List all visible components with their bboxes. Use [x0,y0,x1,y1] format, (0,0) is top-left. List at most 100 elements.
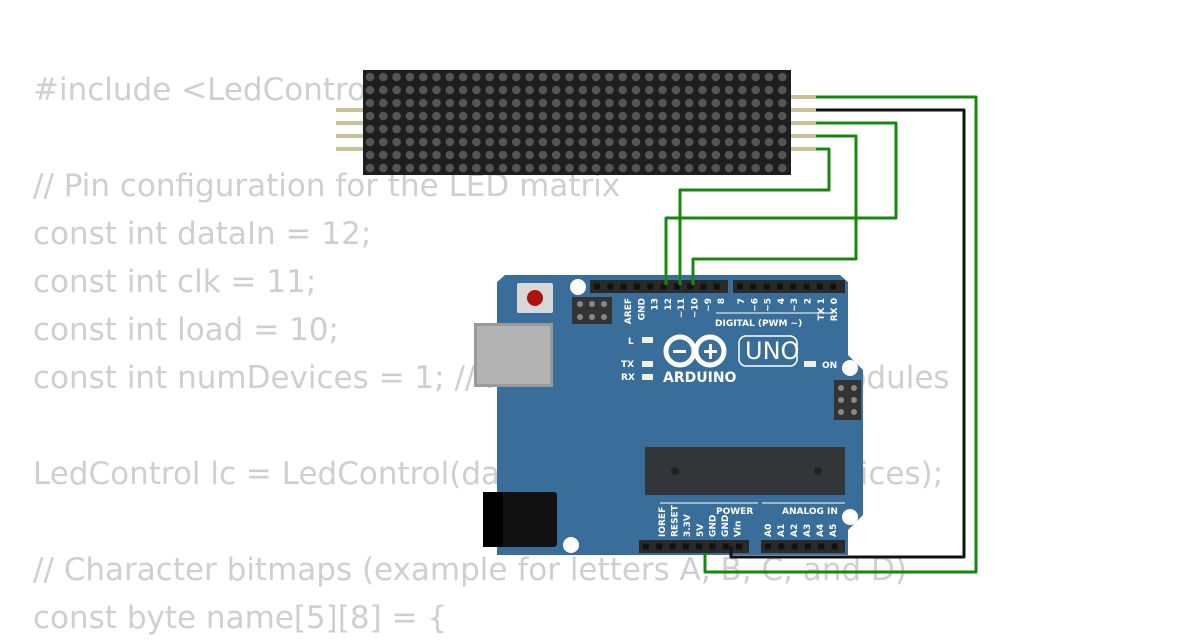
pin-label: 7 [737,298,747,304]
power-section-label: POWER [716,507,753,517]
matrix-led [525,72,534,82]
matrix-led [565,85,574,95]
matrix-led [458,111,468,121]
matrix-led [458,150,468,160]
matrix-led [538,111,548,121]
matrix-led [658,85,667,95]
matrix-led [578,98,588,108]
matrix-led [724,124,734,134]
matrix-led [512,137,521,147]
pin-label: GND [721,515,731,537]
pin-label: ~6 [750,298,760,312]
matrix-led [618,163,627,173]
header-hole [620,283,627,290]
matrix-led [392,150,401,160]
matrix-led [498,163,508,173]
matrix-led [472,137,481,147]
analog-header [761,540,845,553]
matrix-led [565,72,574,82]
matrix-led [711,85,721,95]
matrix-led [764,163,774,173]
matrix-led [538,85,548,95]
matrix-led [591,98,601,108]
matrix-led [485,85,495,95]
matrix-led [405,137,415,147]
matrix-led [458,137,468,147]
matrix-led [618,150,627,160]
l-led [642,337,653,343]
matrix-led [365,163,375,173]
matrix-led [578,163,588,173]
matrix-led [605,111,614,121]
header-hole [594,283,600,290]
matrix-led [458,72,468,82]
matrix-led [472,85,481,95]
pin-label: RESET [671,504,681,537]
matrix-led [458,98,468,108]
matrix-led [445,72,455,82]
matrix-led [578,137,588,147]
matrix-led [472,98,481,108]
matrix-led [658,163,667,173]
code-line: // Character bitmaps (example for letter… [33,552,908,588]
matrix-led [738,163,747,173]
pin-label: GND [637,298,647,320]
matrix-led [365,137,375,147]
icsp-header-left [572,297,612,324]
matrix-left-header-pins [336,108,366,151]
matrix-led [365,72,375,82]
matrix-led [724,111,734,121]
on-led [804,361,816,367]
matrix-led [751,85,760,95]
code-line: const int load = 10; [33,312,339,348]
icsp-header-right [834,380,861,420]
matrix-led [551,72,561,82]
matrix-led [525,150,534,160]
led-grid [365,72,787,173]
matrix-led [618,98,627,108]
matrix-led [578,72,588,82]
matrix-led [764,111,774,121]
matrix-led [485,98,495,108]
pin-label: 12 [664,298,674,311]
matrix-led [418,111,428,121]
matrix-led [605,85,614,95]
matrix-led [445,98,455,108]
matrix-led [778,124,787,134]
matrix-led [525,98,534,108]
header-hole [831,543,838,550]
matrix-led [498,137,508,147]
matrix-led [525,163,534,173]
matrix-led [645,137,654,147]
matrix-led [658,111,667,121]
matrix-led [472,72,481,82]
matrix-led [565,163,574,173]
pin-label: GND [708,515,718,537]
matrix-led [684,150,694,160]
matrix-led [418,124,428,134]
matrix-led [512,85,521,95]
matrix-led [432,111,441,121]
matrix-led [538,72,548,82]
matrix-led [605,72,614,82]
matrix-led [498,85,508,95]
tx-led-label: TX [621,360,634,370]
header-hole [682,543,689,550]
matrix-led [711,163,721,173]
pin-label: 8 [717,298,727,304]
matrix-led [485,150,495,160]
matrix-led [724,85,734,95]
matrix-led [432,137,441,147]
matrix-led [751,98,760,108]
matrix-led [605,124,614,134]
matrix-led [458,124,468,134]
pin-label: RX 0 [830,298,840,321]
matrix-led [711,111,721,121]
matrix-led [525,137,534,147]
matrix-led [405,124,415,134]
power-header [639,540,749,553]
reset-button-cap[interactable] [527,290,543,306]
matrix-led [738,150,747,160]
matrix-led [778,137,787,147]
